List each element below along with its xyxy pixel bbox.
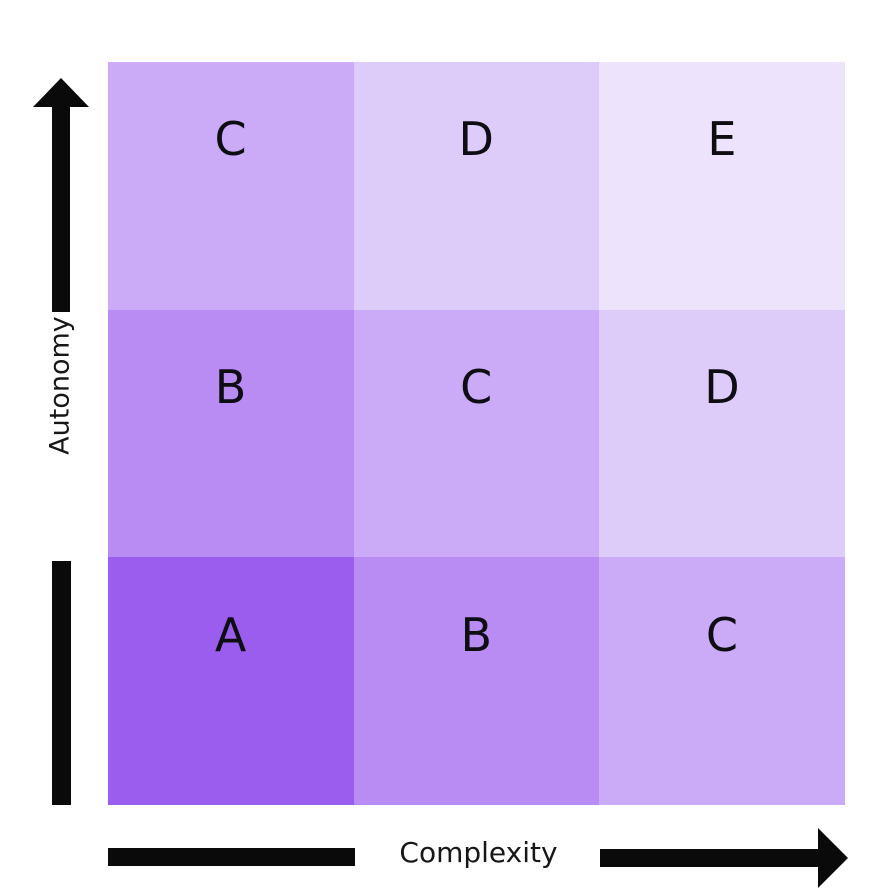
matrix-cell-label: B xyxy=(460,607,493,662)
axis-bar-horizontal xyxy=(108,848,355,866)
matrix-cell-r1c0[interactable]: B xyxy=(108,309,354,558)
y-axis-label: Autonomy xyxy=(44,316,76,455)
x-axis: Complexity xyxy=(0,806,896,896)
matrix-cell-r2c2[interactable]: C xyxy=(599,557,845,805)
matrix-cell-label: A xyxy=(214,607,247,662)
matrix-cell-label: C xyxy=(214,112,248,167)
matrix-cell-label: C xyxy=(460,360,493,415)
x-axis-label: Complexity xyxy=(399,836,558,869)
matrix-cell-r1c1[interactable]: C xyxy=(353,309,600,558)
matrix-cell-label: C xyxy=(705,607,739,662)
matrix-cell-label: D xyxy=(458,112,495,167)
arrow-right-icon xyxy=(600,828,848,892)
matrix-cell-r2c0[interactable]: A xyxy=(108,557,354,805)
matrix-cell-r2c1[interactable]: B xyxy=(353,557,600,805)
matrix-cell-r1c2[interactable]: D xyxy=(599,309,845,558)
matrix-cell-r0c1[interactable]: D xyxy=(353,62,600,310)
matrix-cell-r0c0[interactable]: C xyxy=(108,62,354,310)
matrix-cell-label: D xyxy=(704,360,741,415)
matrix-cell-label: E xyxy=(707,112,737,167)
matrix-cell-label: B xyxy=(214,360,247,415)
y-axis: Autonomy xyxy=(0,0,108,806)
matrix-grid: C D E B C D A B C xyxy=(108,62,845,805)
arrow-up-icon xyxy=(33,78,89,316)
axis-bar-vertical xyxy=(52,561,71,805)
matrix-cell-r0c2[interactable]: E xyxy=(599,62,845,310)
